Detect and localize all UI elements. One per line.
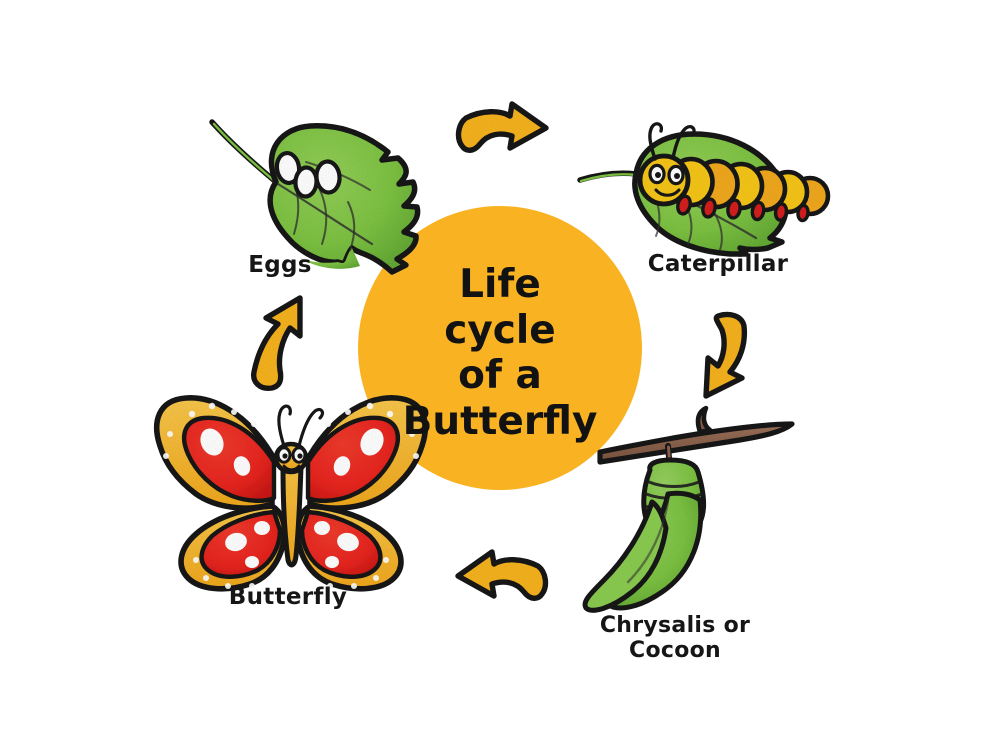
stage-label-eggs: Eggs bbox=[248, 252, 312, 278]
butterfly-rim-dots bbox=[163, 402, 419, 589]
stage-icon-butterfly bbox=[154, 395, 428, 592]
arrow-butterfly-to-eggs bbox=[251, 295, 303, 391]
stage-icon-caterpillar bbox=[577, 122, 831, 257]
arrow-caterpillar-to-chrysalis bbox=[703, 311, 748, 399]
caterpillar-legs bbox=[676, 194, 810, 223]
center-circle bbox=[358, 206, 642, 490]
stage-label-caterpillar: Caterpillar bbox=[647, 251, 789, 277]
eggs-cluster bbox=[274, 150, 342, 199]
arrow-eggs-to-caterpillar bbox=[455, 101, 549, 153]
butterfly-wing-spots bbox=[200, 428, 384, 568]
arrow-chrysalis-to-butterfly bbox=[455, 549, 549, 601]
stage-label-butterfly: Butterfly bbox=[228, 584, 348, 610]
stage-icon-eggs bbox=[209, 119, 421, 275]
stage-icon-chrysalis bbox=[582, 405, 795, 613]
caterpillar-body bbox=[637, 122, 831, 223]
page-title: Life cycle of a Butterfly bbox=[402, 262, 598, 444]
stage-label-chrysalis: Chrysalis or Cocoon bbox=[599, 613, 751, 663]
